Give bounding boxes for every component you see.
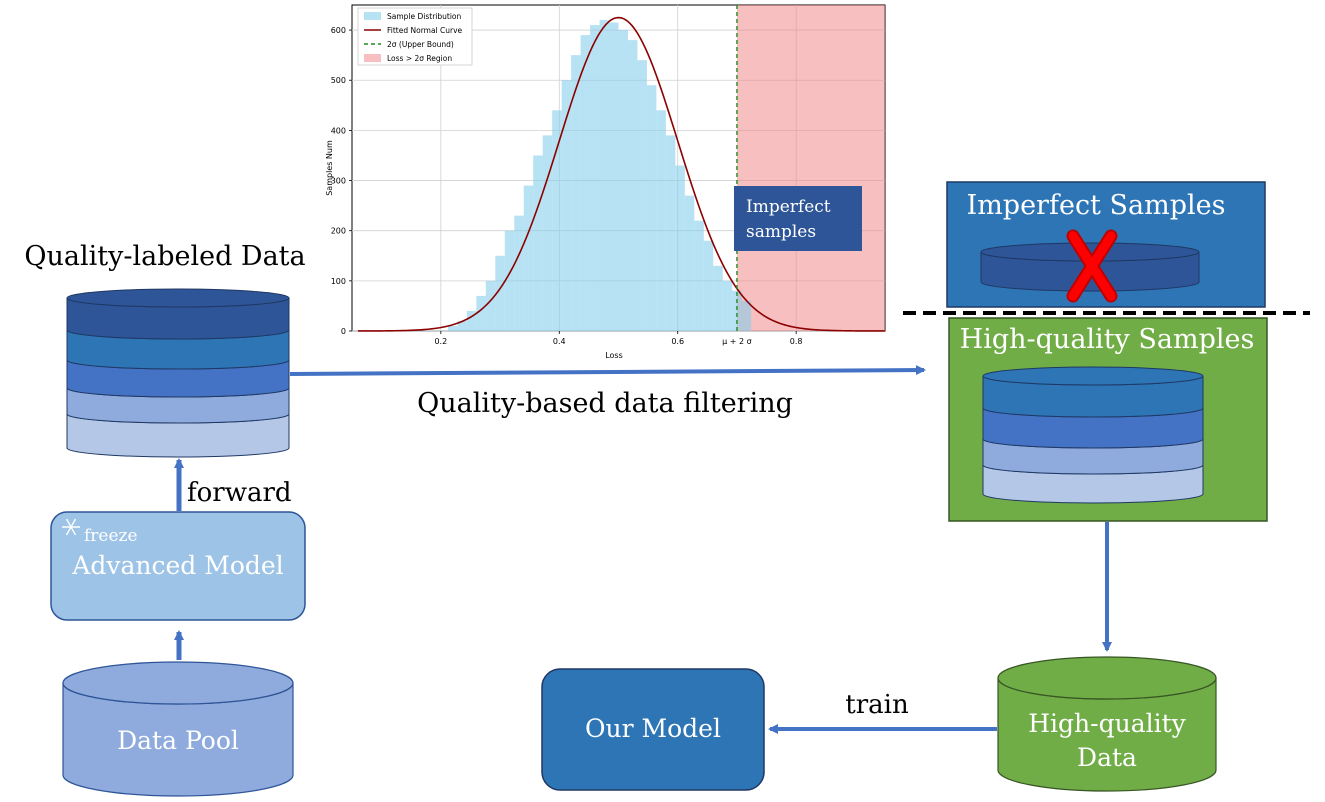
snowflake-icon (62, 518, 80, 536)
histogram-bar (599, 20, 610, 332)
high-quality-data-cylinder (997, 656, 1217, 792)
advanced-model-box (50, 511, 306, 621)
chart-legend: Sample Distribution Fitted Normal Curve … (357, 7, 473, 66)
histogram-bar (542, 135, 553, 331)
imperfect-samples-title: Imperfect Samples (967, 190, 1226, 221)
filtering-label: Quality-based data filtering (417, 388, 793, 419)
x-tick-label-0: 0.2 (434, 337, 447, 346)
data-pool-cylinder (62, 661, 294, 797)
x-tick-label-3: 0.8 (790, 337, 803, 346)
our-model-box (541, 668, 765, 791)
histogram-bar (656, 110, 666, 331)
histogram-bar (495, 255, 505, 331)
histogram-bar (627, 40, 638, 331)
y-axis-label: Samples Num (325, 140, 334, 196)
y-tick-label-5: 500 (331, 76, 346, 85)
x-tick-label-2: 0.6 (671, 337, 684, 346)
histogram-bar (561, 80, 572, 331)
legend-swatch-region (364, 54, 381, 62)
histogram-bar (684, 195, 695, 331)
histogram-bar (665, 135, 676, 331)
high-quality-samples-cylinder (982, 366, 1204, 504)
high-quality-samples-title: High-quality Samples (960, 324, 1255, 355)
histogram-bar (694, 220, 704, 331)
y-tick-label-2: 200 (331, 227, 346, 236)
loss-histogram-chart: 0.2 0.4 0.6 0.8 μ + 2 σ 0 100 200 300 400 500 600 L… (325, 4, 886, 360)
legend-item-bound: 2σ (Upper Bound) (387, 40, 454, 49)
x-tick-label-1: 0.4 (553, 337, 566, 346)
loss-over-2sigma-region (736, 5, 885, 331)
freeze-label: freeze (84, 526, 138, 546)
fitted-normal-curve (357, 16, 886, 332)
histogram-bar (637, 60, 647, 332)
histogram-bar (533, 155, 543, 331)
y-tick-label-6: 600 (331, 26, 346, 35)
histogram-bars (447, 20, 752, 332)
histogram-bar (552, 110, 562, 331)
axis-ticks: 0.2 0.4 0.6 0.8 μ + 2 σ 0 100 200 300 400 500 600 (331, 26, 803, 346)
histogram-bar (609, 22, 619, 332)
y-tick-label-1: 100 (331, 277, 346, 286)
x-tick-label-sigma: μ + 2 σ (722, 337, 752, 346)
histogram-bar (732, 290, 742, 331)
forward-label: forward (187, 478, 292, 508)
histogram-bar (741, 300, 752, 331)
loss-region-group (736, 5, 885, 331)
histogram-bar (722, 280, 733, 331)
histogram-bar (571, 55, 581, 332)
histogram-bar (485, 280, 496, 331)
histogram-bar (618, 30, 628, 331)
quality-labeled-data-cylinder (66, 288, 290, 458)
advanced-model-label: Advanced Model (71, 551, 283, 580)
histogram-bar (703, 240, 714, 331)
imperfect-annotation-line1: Imperfect (746, 197, 831, 217)
y-tick-label-4: 400 (331, 126, 346, 135)
histogram-bar (504, 230, 515, 331)
legend-item-curve: Fitted Normal Curve (387, 26, 463, 35)
high-quality-data-label-line1: High-quality (1028, 709, 1186, 738)
histogram-bar (713, 265, 723, 331)
legend-item-region: Loss > 2σ Region (387, 54, 452, 63)
filtering-arrow (289, 365, 926, 376)
x-axis-label: Loss (605, 351, 623, 360)
histogram-bar (675, 165, 685, 331)
our-model-label: Our Model (585, 714, 721, 743)
train-label: train (845, 690, 909, 720)
histogram-bar (476, 295, 486, 331)
histogram-bar (523, 185, 534, 331)
histogram-bar (466, 310, 477, 331)
legend-swatch-distribution (364, 12, 381, 20)
red-x-icon (1066, 229, 1118, 303)
legend-item-distribution: Sample Distribution (387, 12, 462, 21)
y-tick-label-3: 300 (331, 177, 346, 186)
histogram-bar (457, 320, 467, 331)
histogram-bar (580, 35, 591, 331)
quality-labeled-data-title: Quality-labeled Data (24, 241, 305, 272)
data-pool-label: Data Pool (117, 726, 239, 755)
imperfect-annotation-line2: samples (746, 222, 816, 242)
high-quality-data-label-line2: Data (1077, 743, 1137, 772)
histogram-bar (447, 325, 458, 331)
imperfect-annotation-box (734, 186, 862, 251)
histogram-bar (514, 215, 524, 331)
y-tick-label-0: 0 (341, 327, 346, 336)
histogram-bar (590, 25, 600, 332)
histogram-bar (646, 85, 657, 331)
